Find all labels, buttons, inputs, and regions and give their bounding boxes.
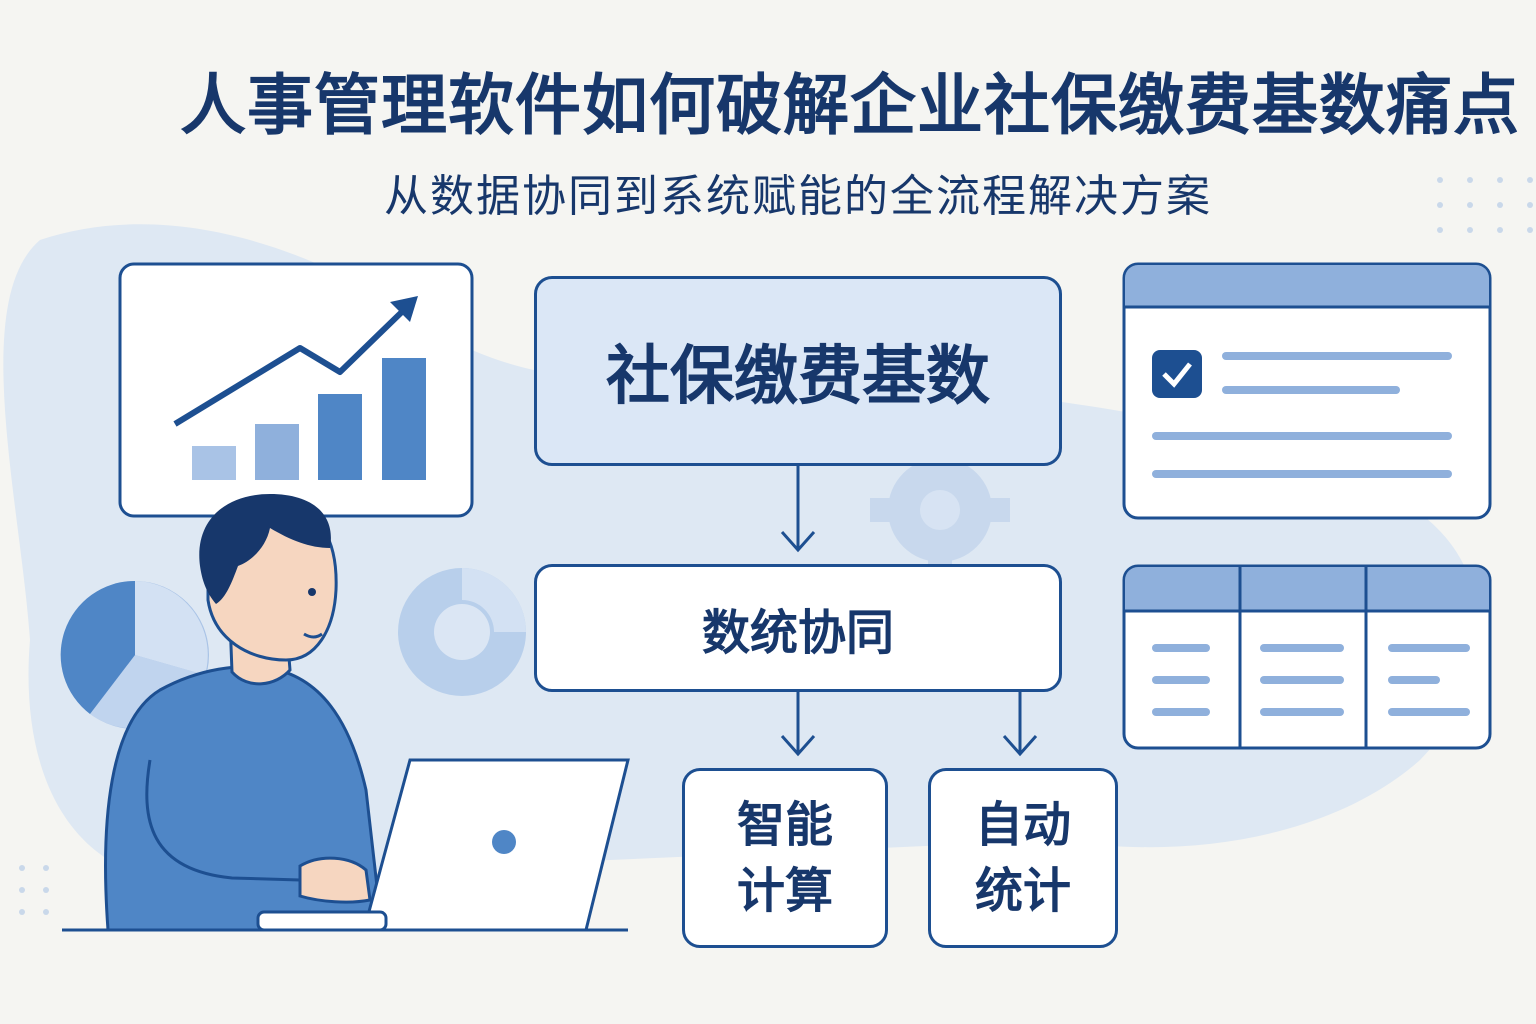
- flow-arrows: [780, 466, 1038, 757]
- person-at-laptop-illustration: [62, 494, 630, 932]
- page-title: 人事管理软件如何破解企业社保缴费基数痛点: [180, 67, 1520, 144]
- growth-chart-icon: [118, 262, 474, 518]
- table-window-icon: [1122, 564, 1492, 750]
- smart-calculation-node: 智能 计算: [682, 768, 888, 948]
- dot-grid-bottom-left: [19, 865, 49, 915]
- page-subtitle: 从数据协同到系统赋能的全流程解决方案: [384, 171, 1212, 222]
- checklist-window-icon: [1122, 262, 1492, 520]
- dot-grid-top-right: [1437, 177, 1533, 233]
- data-sync-node: 数统协同: [534, 564, 1062, 692]
- donut-chart-icon: [398, 568, 526, 696]
- auto-statistics-node: 自动 统计: [928, 768, 1118, 948]
- social-insurance-base-node: 社保缴费基数: [534, 276, 1062, 466]
